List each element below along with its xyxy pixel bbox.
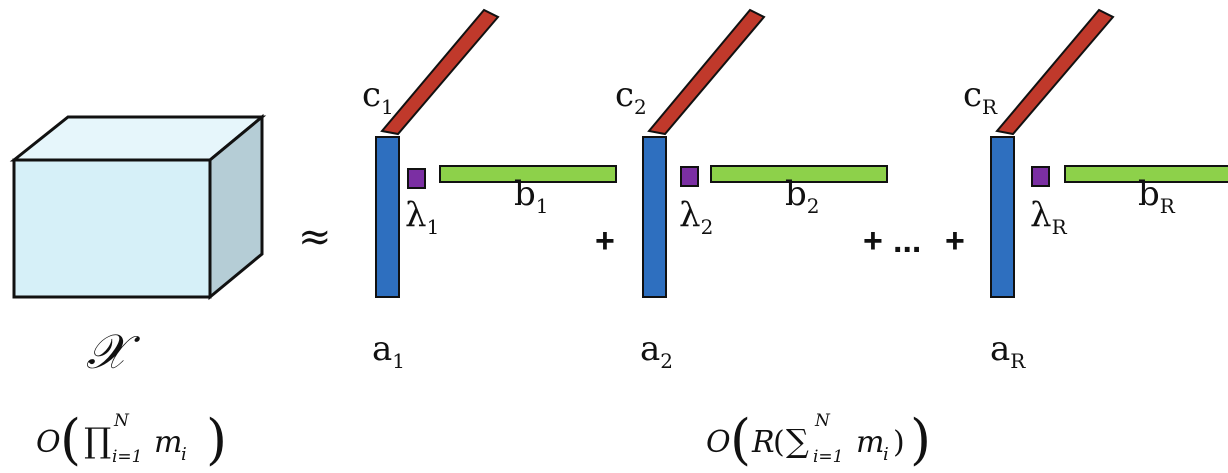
c-label-r: cR bbox=[963, 75, 998, 119]
a-vector-1 bbox=[375, 136, 400, 298]
lambda-label-r: λR bbox=[1030, 195, 1068, 239]
lambda-label-1: λ1 bbox=[405, 195, 439, 239]
rank-one-component-r: cR λR bR aR bbox=[963, 8, 1228, 373]
plus-operator-1: + bbox=[595, 222, 615, 260]
c-label-2: c2 bbox=[615, 75, 647, 119]
decomposition-complexity: O ( R ( ∑ N i=1 m i ) ) bbox=[706, 408, 931, 471]
lambda-square-2 bbox=[680, 166, 699, 187]
lambda-label-2: λ2 bbox=[679, 195, 713, 239]
a-vector-r bbox=[990, 136, 1015, 298]
plus-operator-3: + bbox=[945, 222, 965, 260]
a-label-1: a1 bbox=[372, 329, 405, 373]
c-vector-r bbox=[995, 8, 1115, 136]
decomp-complexity-O: O bbox=[706, 425, 731, 460]
plus-operator-2: + bbox=[863, 222, 883, 260]
b-label-1: b1 bbox=[514, 174, 549, 218]
tensor-complexity-O: O bbox=[36, 425, 61, 460]
ellipsis: ... bbox=[893, 222, 921, 260]
decomp-complexity-term: m bbox=[856, 425, 884, 460]
decomp-complexity-upper: N bbox=[814, 411, 831, 431]
c-vector-2 bbox=[647, 8, 766, 136]
a-label-r: aR bbox=[990, 329, 1026, 373]
decomp-complexity-outer-open: ( bbox=[730, 408, 751, 471]
b-vector-r bbox=[1064, 165, 1228, 183]
b-vector-2 bbox=[710, 165, 888, 183]
rank-one-component-1: c1 λ1 b1 a1 bbox=[362, 8, 617, 373]
decomp-complexity-lower: i=1 bbox=[813, 447, 844, 467]
decomp-complexity-term-sub: i bbox=[883, 444, 889, 465]
lambda-square-r bbox=[1031, 166, 1050, 187]
a-vector-2 bbox=[642, 136, 667, 298]
tensor-complexity-term: m bbox=[154, 425, 182, 460]
approx-symbol: ≈ bbox=[298, 214, 332, 260]
tensor-complexity-open-paren: ( bbox=[60, 408, 81, 471]
tensor-symbol: 𝒳 bbox=[86, 324, 141, 380]
a-label-2: a2 bbox=[640, 329, 673, 373]
lambda-square-1 bbox=[407, 168, 426, 189]
decomp-complexity-outer-close: ) bbox=[910, 408, 931, 471]
tensor-complexity-close-paren: ) bbox=[206, 408, 227, 471]
tensor-complexity-upper: N bbox=[113, 411, 130, 431]
decomp-complexity-inner-open: ( bbox=[773, 425, 785, 460]
tensor-complexity-term-sub: i bbox=[181, 444, 187, 465]
tensor-cube bbox=[9, 113, 267, 301]
c-label-1: c1 bbox=[362, 75, 394, 119]
b-label-r: bR bbox=[1138, 174, 1176, 218]
decomp-complexity-sum: ∑ bbox=[786, 422, 809, 460]
b-vector-1 bbox=[439, 165, 617, 183]
decomp-complexity-R: R bbox=[751, 425, 775, 460]
decomp-complexity-inner-close: ) bbox=[893, 425, 905, 460]
tensor-complexity-product: ∏ bbox=[84, 421, 111, 461]
b-label-2: b2 bbox=[785, 174, 820, 218]
cube-front-face bbox=[12, 158, 212, 299]
tensor-complexity: O ( ∏ N i=1 m i ) bbox=[36, 408, 227, 471]
rank-one-component-2: c2 λ2 b2 a2 bbox=[615, 8, 888, 373]
c-vector-1 bbox=[380, 8, 500, 136]
tensor-complexity-lower: i=1 bbox=[112, 447, 143, 467]
